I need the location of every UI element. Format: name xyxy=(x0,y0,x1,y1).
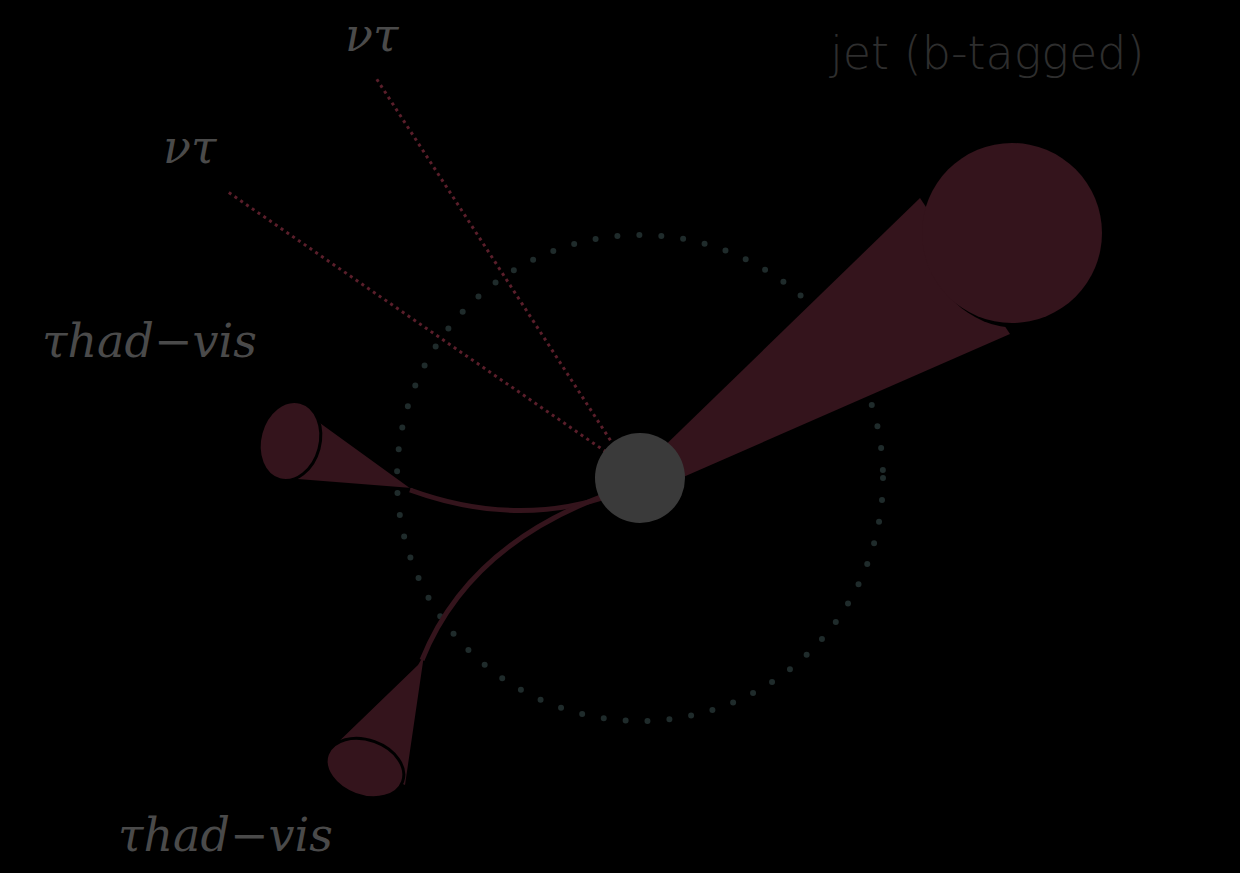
interaction-point xyxy=(595,433,685,523)
tau-track xyxy=(422,490,620,660)
neutrino-label: ντ xyxy=(345,12,398,58)
tau-cap xyxy=(251,395,330,488)
tau-label: τhad−vis xyxy=(118,812,333,858)
tau-cap xyxy=(318,728,412,808)
tau-label: τhad−vis xyxy=(42,318,257,364)
jet-cap xyxy=(922,143,1102,323)
neutrino-label: ντ xyxy=(163,124,216,170)
jet-label: jet (b-tagged) xyxy=(830,30,1144,76)
neutrino-line xyxy=(376,78,618,452)
